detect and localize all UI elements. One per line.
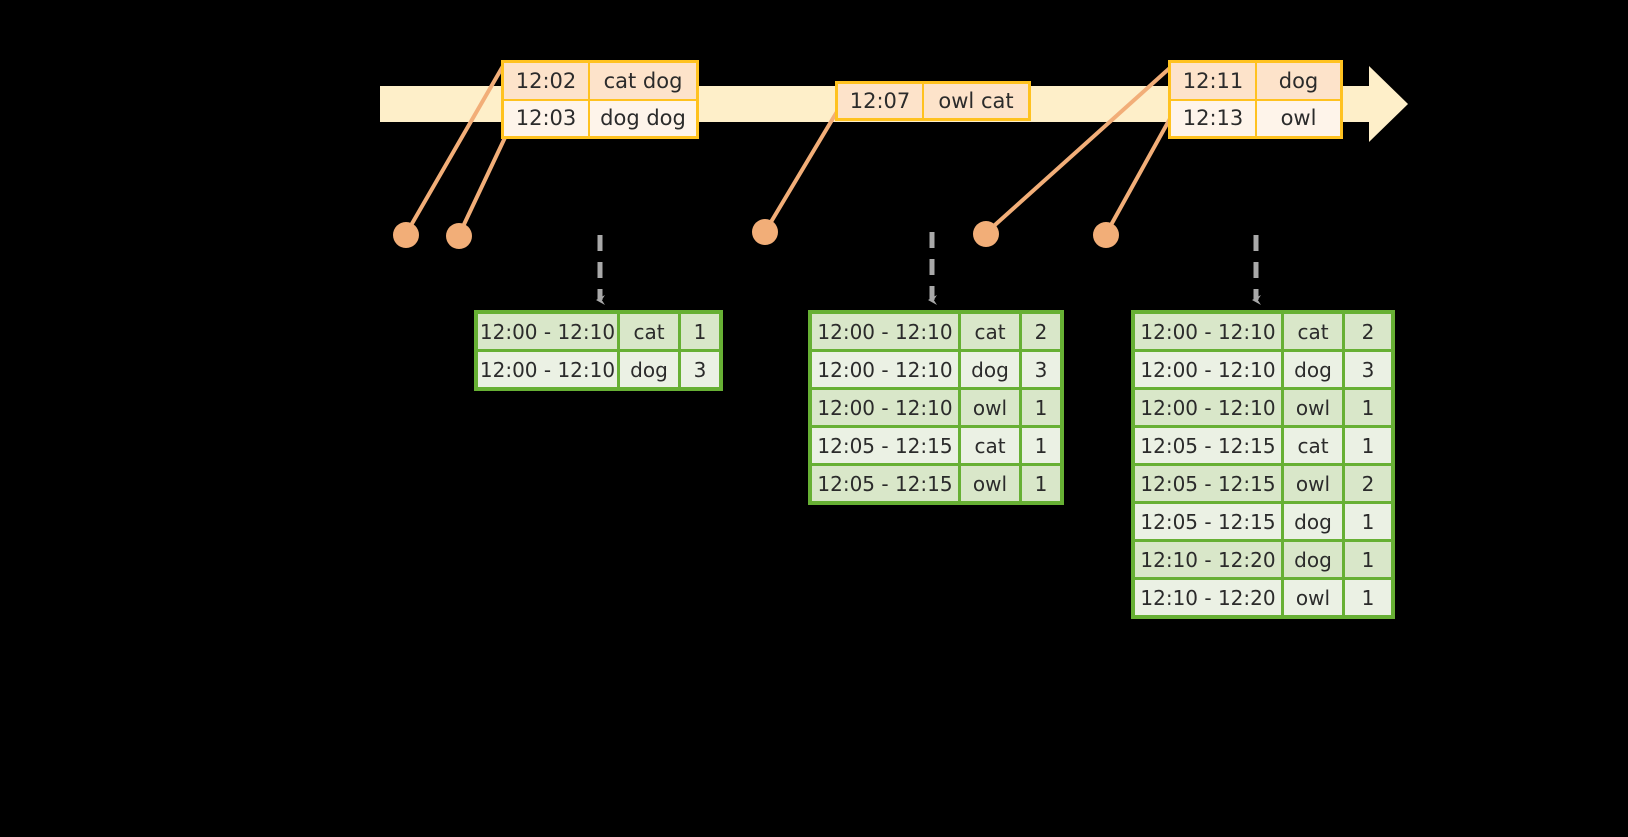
cell-word: cat — [1284, 314, 1342, 349]
cell-count: 1 — [1345, 580, 1391, 615]
event-dot — [973, 221, 999, 247]
event-time: 12:11 — [1171, 63, 1257, 99]
trigger-arrows — [596, 232, 1261, 305]
cell-word: dog — [1284, 352, 1342, 387]
event-box-group-3: 12:11 dog 12:13 owl — [1168, 60, 1343, 139]
event-row: 12:03 dog dog — [504, 98, 696, 136]
event-row: 12:07 owl cat — [838, 84, 1028, 118]
event-words: dog — [1257, 63, 1340, 99]
cell-word: dog — [1284, 542, 1342, 577]
cell-window: 12:05 - 12:15 — [1135, 504, 1281, 539]
cell-window: 12:00 - 12:10 — [478, 352, 617, 387]
cell-count: 1 — [1022, 466, 1060, 501]
cell-word: dog — [961, 352, 1019, 387]
cell-count: 1 — [681, 314, 719, 349]
cell-window: 12:00 - 12:10 — [812, 390, 958, 425]
cell-count: 1 — [1345, 504, 1391, 539]
cell-word: owl — [1284, 466, 1342, 501]
event-dot — [393, 222, 419, 248]
cell-word: owl — [961, 466, 1019, 501]
cell-window: 12:00 - 12:10 — [812, 352, 958, 387]
cell-window: 12:00 - 12:10 — [1135, 352, 1281, 387]
cell-count: 2 — [1345, 314, 1391, 349]
event-time: 12:07 — [838, 84, 924, 118]
event-words: owl cat — [924, 84, 1028, 118]
cell-window: 12:10 - 12:20 — [1135, 542, 1281, 577]
cell-word: cat — [961, 314, 1019, 349]
event-words: dog dog — [590, 100, 696, 136]
cell-count: 1 — [1345, 542, 1391, 577]
cell-count: 3 — [1345, 352, 1391, 387]
cell-window: 12:10 - 12:20 — [1135, 580, 1281, 615]
cell-window: 12:00 - 12:10 — [1135, 314, 1281, 349]
cell-word: cat — [620, 314, 678, 349]
event-time: 12:13 — [1171, 100, 1257, 136]
cell-count: 1 — [1022, 390, 1060, 425]
event-time: 12:03 — [504, 100, 590, 136]
cell-window: 12:05 - 12:15 — [812, 428, 958, 463]
cell-window: 12:05 - 12:15 — [812, 466, 958, 501]
event-row: 12:13 owl — [1171, 98, 1340, 136]
event-dot — [1093, 222, 1119, 248]
event-row: 12:11 dog — [1171, 63, 1340, 99]
cell-count: 3 — [681, 352, 719, 387]
event-dots — [393, 219, 1119, 249]
event-words: owl — [1257, 100, 1340, 136]
cell-word: owl — [961, 390, 1019, 425]
cell-count: 1 — [1022, 428, 1060, 463]
cell-word: dog — [620, 352, 678, 387]
event-words: cat dog — [590, 63, 696, 99]
event-row: 12:02 cat dog — [504, 63, 696, 99]
cell-window: 12:00 - 12:10 — [812, 314, 958, 349]
cell-count: 2 — [1345, 466, 1391, 501]
cell-word: owl — [1284, 390, 1342, 425]
event-dot — [752, 219, 778, 245]
event-box-group-1: 12:02 cat dog 12:03 dog dog — [501, 60, 699, 139]
event-dot — [446, 223, 472, 249]
cell-count: 3 — [1022, 352, 1060, 387]
cell-word: cat — [961, 428, 1019, 463]
cell-word: cat — [1284, 428, 1342, 463]
cell-count: 1 — [1345, 428, 1391, 463]
cell-count: 1 — [1345, 390, 1391, 425]
cell-word: dog — [1284, 504, 1342, 539]
cell-window: 12:00 - 12:10 — [478, 314, 617, 349]
event-box-group-2: 12:07 owl cat — [835, 81, 1031, 121]
cell-window: 12:05 - 12:15 — [1135, 466, 1281, 501]
cell-window: 12:00 - 12:10 — [1135, 390, 1281, 425]
cell-window: 12:05 - 12:15 — [1135, 428, 1281, 463]
cell-word: owl — [1284, 580, 1342, 615]
event-time: 12:02 — [504, 63, 590, 99]
cell-count: 2 — [1022, 314, 1060, 349]
